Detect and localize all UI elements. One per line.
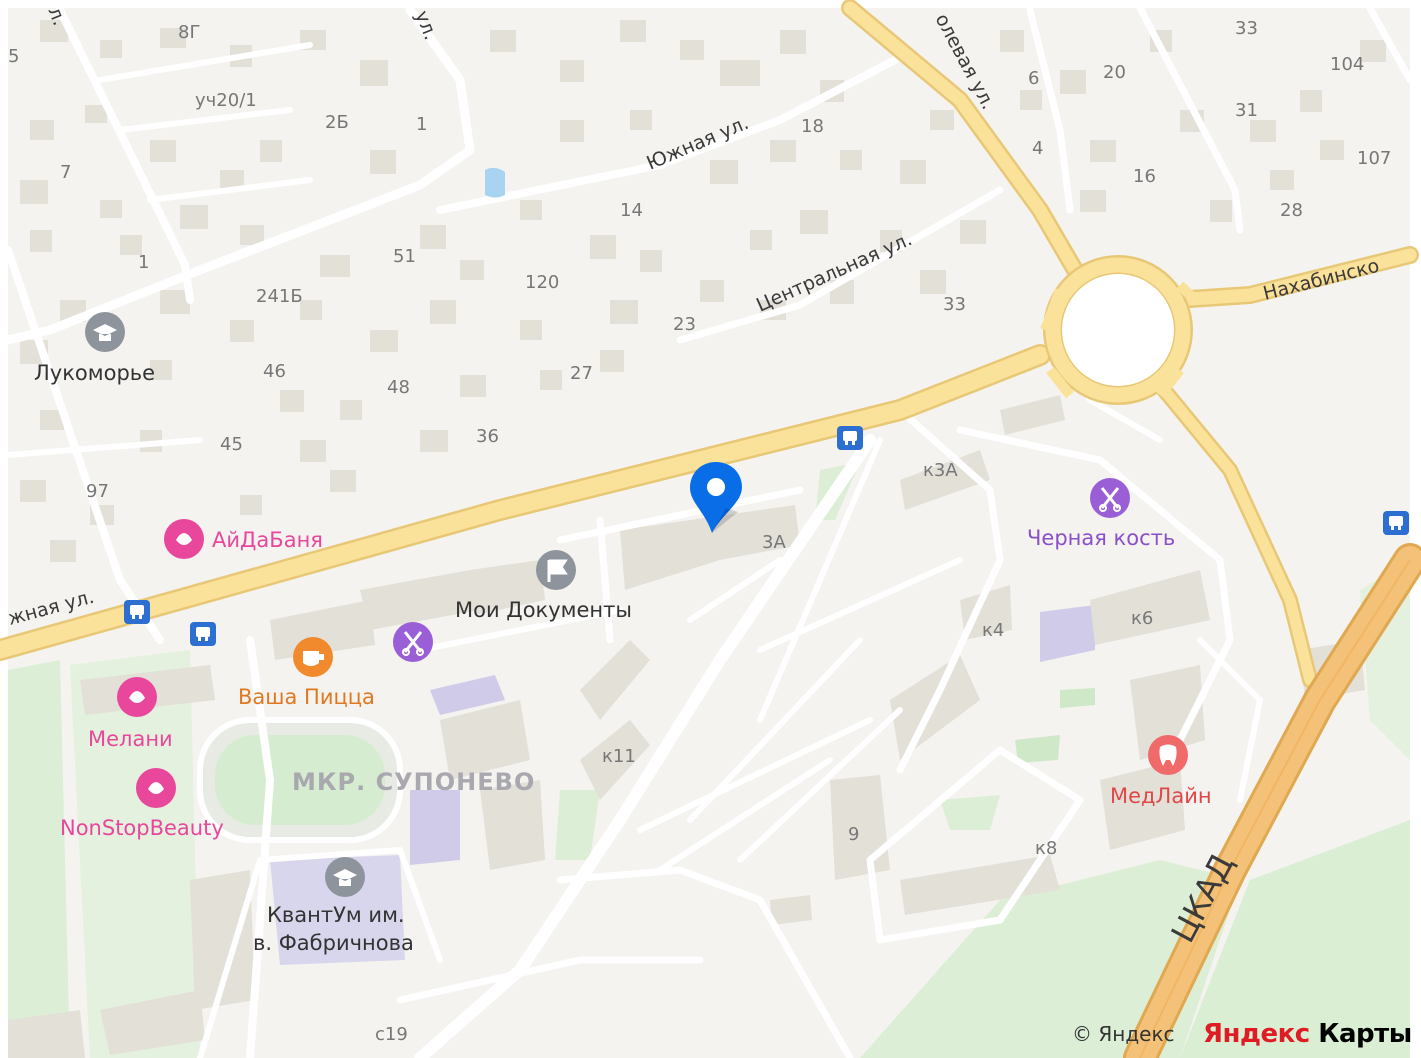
transit-stops	[124, 426, 1409, 646]
house-number: 51	[393, 246, 416, 267]
poi-label: Мои Документы	[455, 598, 632, 622]
house-number: 107	[1357, 148, 1391, 169]
stadium	[197, 717, 403, 843]
house-number: уч20/1	[195, 90, 257, 111]
location-pin-icon[interactable]	[690, 462, 742, 533]
logo-part-2: Карты	[1309, 1019, 1412, 1049]
roundabout	[1040, 255, 1199, 405]
house-number: 2Б	[325, 112, 349, 133]
poi-vasha-pizza[interactable]: Ваша Пицца	[238, 637, 375, 709]
poi-aidabanya[interactable]: АйДаБаня	[164, 519, 323, 559]
poi-nonstopbeauty[interactable]: NonStopBeauty	[60, 768, 224, 840]
house-number: 33	[1235, 18, 1258, 39]
house-number: 1	[416, 114, 427, 135]
house-number: 9	[848, 824, 859, 845]
bus-stop-icon[interactable]	[1383, 511, 1409, 535]
poi-medline[interactable]: МедЛайн	[1110, 735, 1212, 808]
bus-stop-icon[interactable]	[837, 426, 863, 450]
house-number: 120	[525, 272, 559, 293]
house-number: 31	[1235, 100, 1258, 121]
poi-label: в. Фабричнова	[253, 931, 414, 955]
house-number: к6	[1131, 608, 1153, 629]
house-number: 20	[1103, 62, 1126, 83]
house-number: с19	[375, 1024, 408, 1045]
house-number: 14	[620, 200, 643, 221]
house-number: 28	[1280, 200, 1303, 221]
minor-roads	[3, 4, 1414, 1058]
poi-label: КвантУм им.	[267, 903, 405, 927]
pond	[485, 167, 505, 198]
house-number: к3А	[923, 460, 958, 481]
bus-stop-icon[interactable]	[190, 622, 216, 646]
house-number: 18	[801, 116, 824, 137]
house-number: 5	[8, 46, 19, 67]
poi-chernaya-kost[interactable]: Черная кость	[1027, 478, 1175, 550]
house-number: 36	[476, 426, 499, 447]
house-number: 45	[220, 434, 243, 455]
poi-label: МедЛайн	[1110, 784, 1212, 808]
house-number: к8	[1035, 838, 1057, 859]
house-number: 33	[943, 294, 966, 315]
house-number: 104	[1330, 54, 1364, 75]
house-number: 46	[263, 361, 286, 382]
poi-melani[interactable]: Мелани	[88, 677, 173, 751]
house-number: 3А	[762, 532, 786, 553]
house-number: 16	[1133, 166, 1156, 187]
poi-label: Лукоморье	[34, 361, 155, 385]
house-number: 7	[60, 162, 71, 183]
logo-part-1: Яндекс	[1203, 1019, 1310, 1049]
house-number: 4	[1032, 138, 1043, 159]
poi-moi-dokumenty[interactable]: Мои Документы	[455, 550, 632, 622]
poi-barber[interactable]	[393, 622, 433, 662]
house-numbers: 8Г уч20/1 2Б 1 7 1 51 241Б 120 46 48 27 …	[8, 18, 1391, 1045]
copyright-notice[interactable]: © Яндекс	[1072, 1022, 1175, 1046]
house-number: 8Г	[178, 22, 200, 43]
house-number: 241Б	[256, 286, 303, 307]
poi-label: Ваша Пицца	[238, 685, 375, 709]
house-number: 48	[387, 377, 410, 398]
poi-lukomorye[interactable]: Лукоморье	[34, 312, 155, 385]
poi-kvantum[interactable]: КвантУм им. в. Фабричнова	[253, 857, 414, 955]
poi-label: Черная кость	[1027, 526, 1175, 550]
yandex-maps-logo[interactable]: Яндекс Карты	[1203, 1019, 1412, 1049]
bus-stop-icon[interactable]	[124, 600, 150, 624]
poi-label: АйДаБаня	[212, 528, 323, 552]
house-number: 27	[570, 363, 593, 384]
district-label: МКР. СУПОНЕВО	[292, 768, 535, 796]
house-number: 6	[1028, 68, 1039, 89]
house-number: 23	[673, 314, 696, 335]
school-zones	[270, 605, 1095, 965]
house-number: к11	[602, 746, 636, 767]
buildings-south	[8, 395, 1365, 1058]
poi-label: Мелани	[88, 727, 173, 751]
house-number: 97	[86, 481, 109, 502]
house-number: 1	[138, 252, 149, 273]
house-number: к4	[982, 620, 1004, 641]
poi-label: NonStopBeauty	[60, 816, 224, 840]
